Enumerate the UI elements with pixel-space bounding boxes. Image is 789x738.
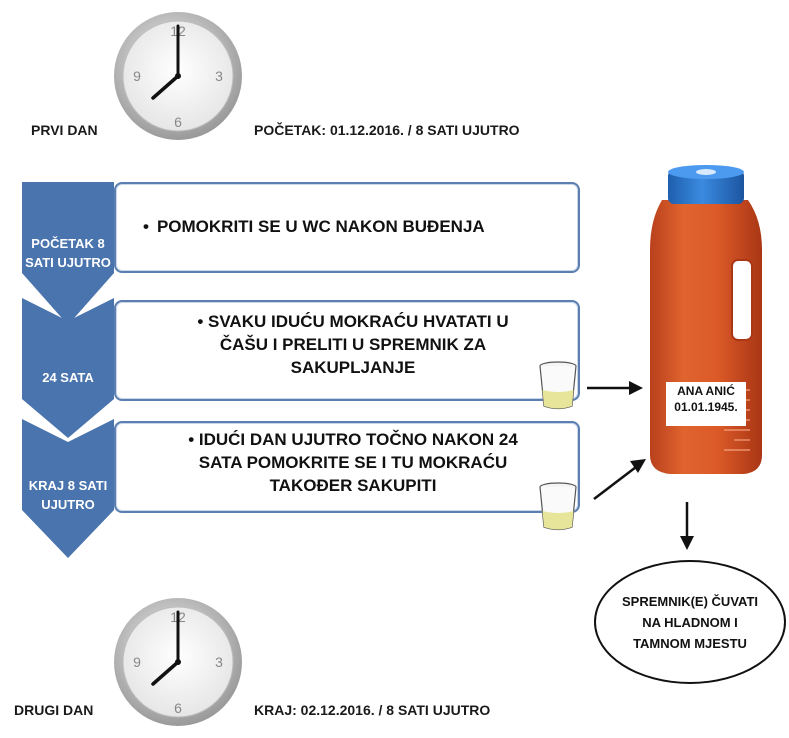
container-icon bbox=[650, 165, 762, 474]
clock-icon-bottom: 12 3 6 9 bbox=[114, 598, 242, 726]
clock-numeral: 3 bbox=[215, 654, 223, 670]
first-day-label: PRVI DAN bbox=[31, 122, 98, 138]
chevron-step-2 bbox=[22, 298, 114, 438]
step-text-3: • IDUĆI DAN UJUTRO TOČNO NAKON 24 SATA P… bbox=[188, 430, 518, 495]
storage-note: SPREMNIK(E) ČUVATI NA HLADNOM I TAMNOM M… bbox=[594, 560, 786, 684]
clock-numeral: 9 bbox=[133, 654, 141, 670]
end-time-text: KRAJ: 02.12.2016. / 8 SATI UJUTRO bbox=[254, 702, 491, 718]
clock-numeral: 6 bbox=[174, 114, 182, 130]
start-time-text: POČETAK: 01.12.2016. / 8 SATI UJUTRO bbox=[254, 122, 520, 138]
container-label: ANA ANIĆ 01.01.1945. bbox=[674, 384, 738, 414]
step-text-1: POMOKRITI SE U WC NAKON BUĐENJA bbox=[143, 215, 485, 238]
cup-icon bbox=[539, 482, 577, 531]
clock-numeral: 6 bbox=[174, 700, 182, 716]
chevron-step-3 bbox=[22, 419, 114, 558]
step-box-3 bbox=[114, 421, 580, 513]
chevron-column bbox=[22, 182, 114, 558]
second-day-label: DRUGI DAN bbox=[14, 702, 94, 718]
chevron-label-1: POČETAK 8 SATI UJUTRO bbox=[25, 236, 111, 270]
step-text-2: • SVAKU IDUĆU MOKRAĆU HVATATI U ČAŠU I P… bbox=[197, 312, 509, 377]
clock-numeral: 9 bbox=[133, 68, 141, 84]
chevron-step-1 bbox=[22, 182, 114, 325]
arrow-icon bbox=[593, 459, 646, 500]
chevron-label-2: 24 SATA bbox=[42, 370, 94, 385]
cup-icon bbox=[539, 361, 577, 410]
chevron-label-3: KRAJ 8 SATI UJUTRO bbox=[28, 478, 108, 512]
step-box-2 bbox=[114, 300, 580, 401]
clock-icon-top: 12 3 6 9 bbox=[114, 12, 242, 140]
clock-numeral: 3 bbox=[215, 68, 223, 84]
arrow-icon bbox=[680, 502, 694, 550]
arrow-icon bbox=[587, 381, 643, 395]
